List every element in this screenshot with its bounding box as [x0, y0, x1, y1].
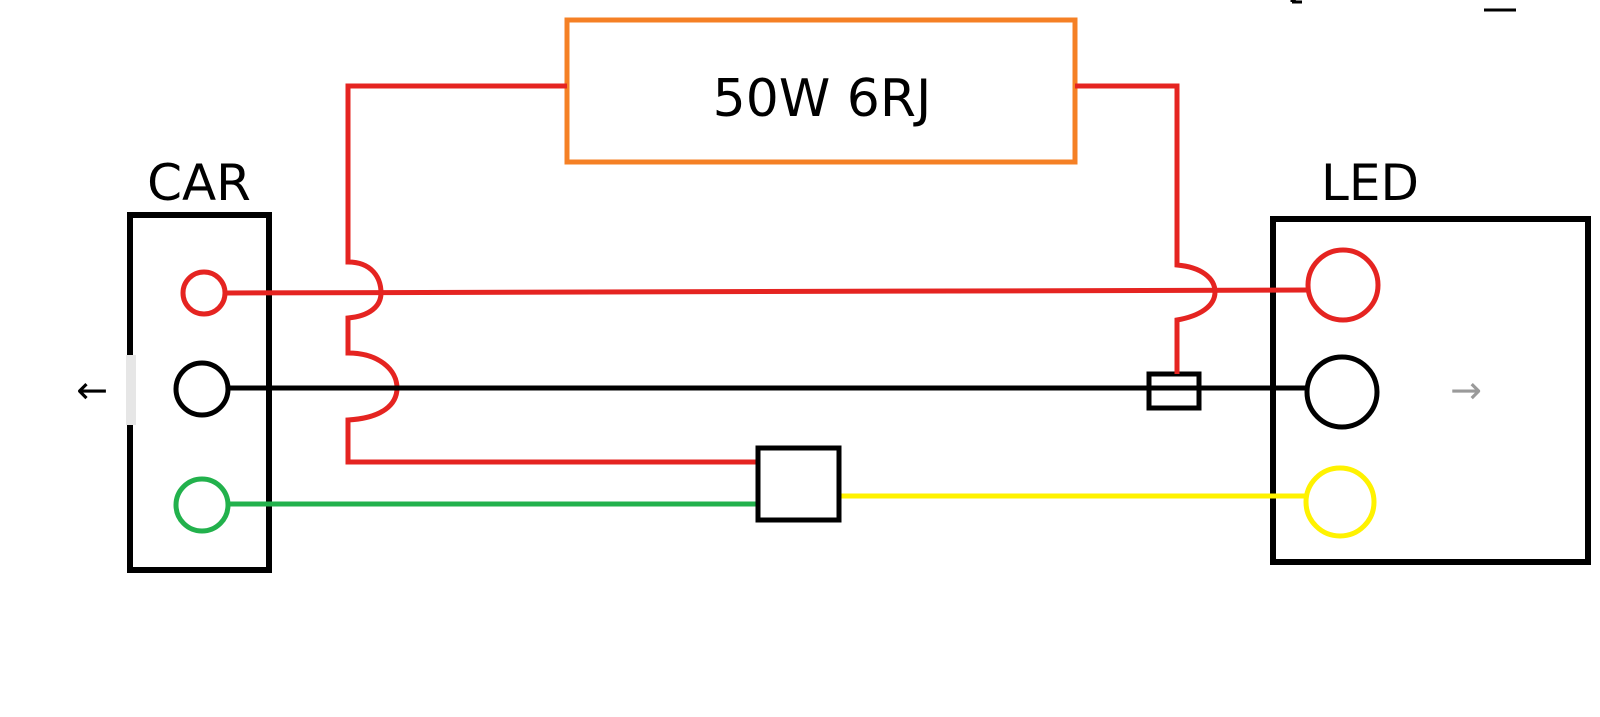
collapse-icon-graphic: [1290, 0, 1302, 4]
prev-arrow-button[interactable]: ←: [62, 360, 122, 420]
car-pin-black: [173, 360, 231, 418]
red-left-resistor-lead: [345, 83, 758, 465]
prev-edge-highlight: [126, 355, 136, 425]
car-pin-red: [180, 269, 228, 317]
led-pin-red: [1305, 247, 1381, 323]
led-pin-yellow: [1303, 465, 1377, 539]
black-wire-splice: [1146, 371, 1202, 411]
arrow-right-icon: →: [1450, 368, 1482, 412]
arrow-left-icon: ←: [76, 368, 108, 412]
red-main-wire: [225, 287, 1313, 296]
resistor-label: 50W 6RJ: [713, 69, 932, 129]
car-pin-green: [173, 476, 231, 534]
led-pin-black: [1304, 354, 1380, 430]
collapse-icon[interactable]: [1284, 0, 1324, 16]
car-label: CAR: [147, 154, 251, 212]
junction-box: [755, 445, 842, 523]
download-icon[interactable]: [1480, 0, 1520, 16]
red-right-resistor-lead: [1075, 83, 1218, 374]
led-label: LED: [1321, 154, 1419, 212]
resistor-box: [564, 17, 1078, 165]
next-arrow-button[interactable]: →: [1436, 360, 1496, 420]
download-icon-graphic: [1484, 8, 1516, 12]
